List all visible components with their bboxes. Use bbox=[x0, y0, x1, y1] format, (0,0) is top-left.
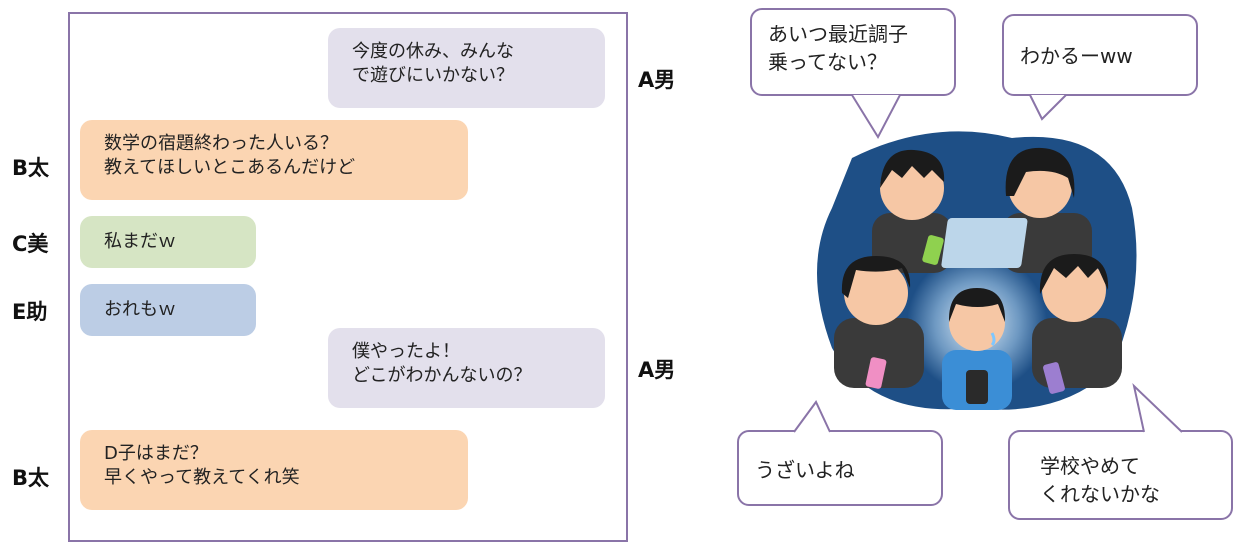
sender-label: B太 bbox=[12, 156, 50, 180]
sender-label: A男 bbox=[638, 358, 676, 382]
speech-bubble: わかるーww bbox=[1002, 14, 1198, 96]
group-chat-bullying-illustration bbox=[817, 131, 1137, 410]
sender-label: C美 bbox=[12, 232, 49, 256]
speech-bubble-tail bbox=[793, 400, 831, 433]
speech-bubble: うざいよね bbox=[737, 430, 943, 506]
person-front-left bbox=[834, 256, 924, 389]
chat-message: 私まだｗ bbox=[80, 216, 256, 268]
person-center-boy bbox=[942, 288, 1012, 410]
speech-bubble-tail bbox=[851, 94, 901, 140]
person-back-left bbox=[872, 149, 952, 273]
speech-bubble-tail bbox=[1132, 383, 1183, 433]
speech-bubble: 学校やめて くれないかな bbox=[1008, 430, 1233, 520]
speech-bubble-tail bbox=[1029, 94, 1067, 121]
chat-message: D子はまだ？ 早くやって教えてくれ笑 bbox=[80, 430, 468, 510]
chat-message: 数学の宿題終わった人いる？ 教えてほしいとこあるんだけど bbox=[80, 120, 468, 200]
person-front-right bbox=[1032, 254, 1122, 394]
chat-message: おれもｗ bbox=[80, 284, 256, 336]
speech-bubble: あいつ最近調子 乗ってない？ bbox=[750, 8, 956, 96]
sender-label: B太 bbox=[12, 466, 50, 490]
sender-label: A男 bbox=[638, 68, 676, 92]
sender-label: E助 bbox=[12, 300, 48, 324]
chat-message: 僕やったよ！ どこがわかんないの？ bbox=[328, 328, 605, 408]
chat-message: 今度の休み、みんな で遊びにいかない？ bbox=[328, 28, 605, 108]
